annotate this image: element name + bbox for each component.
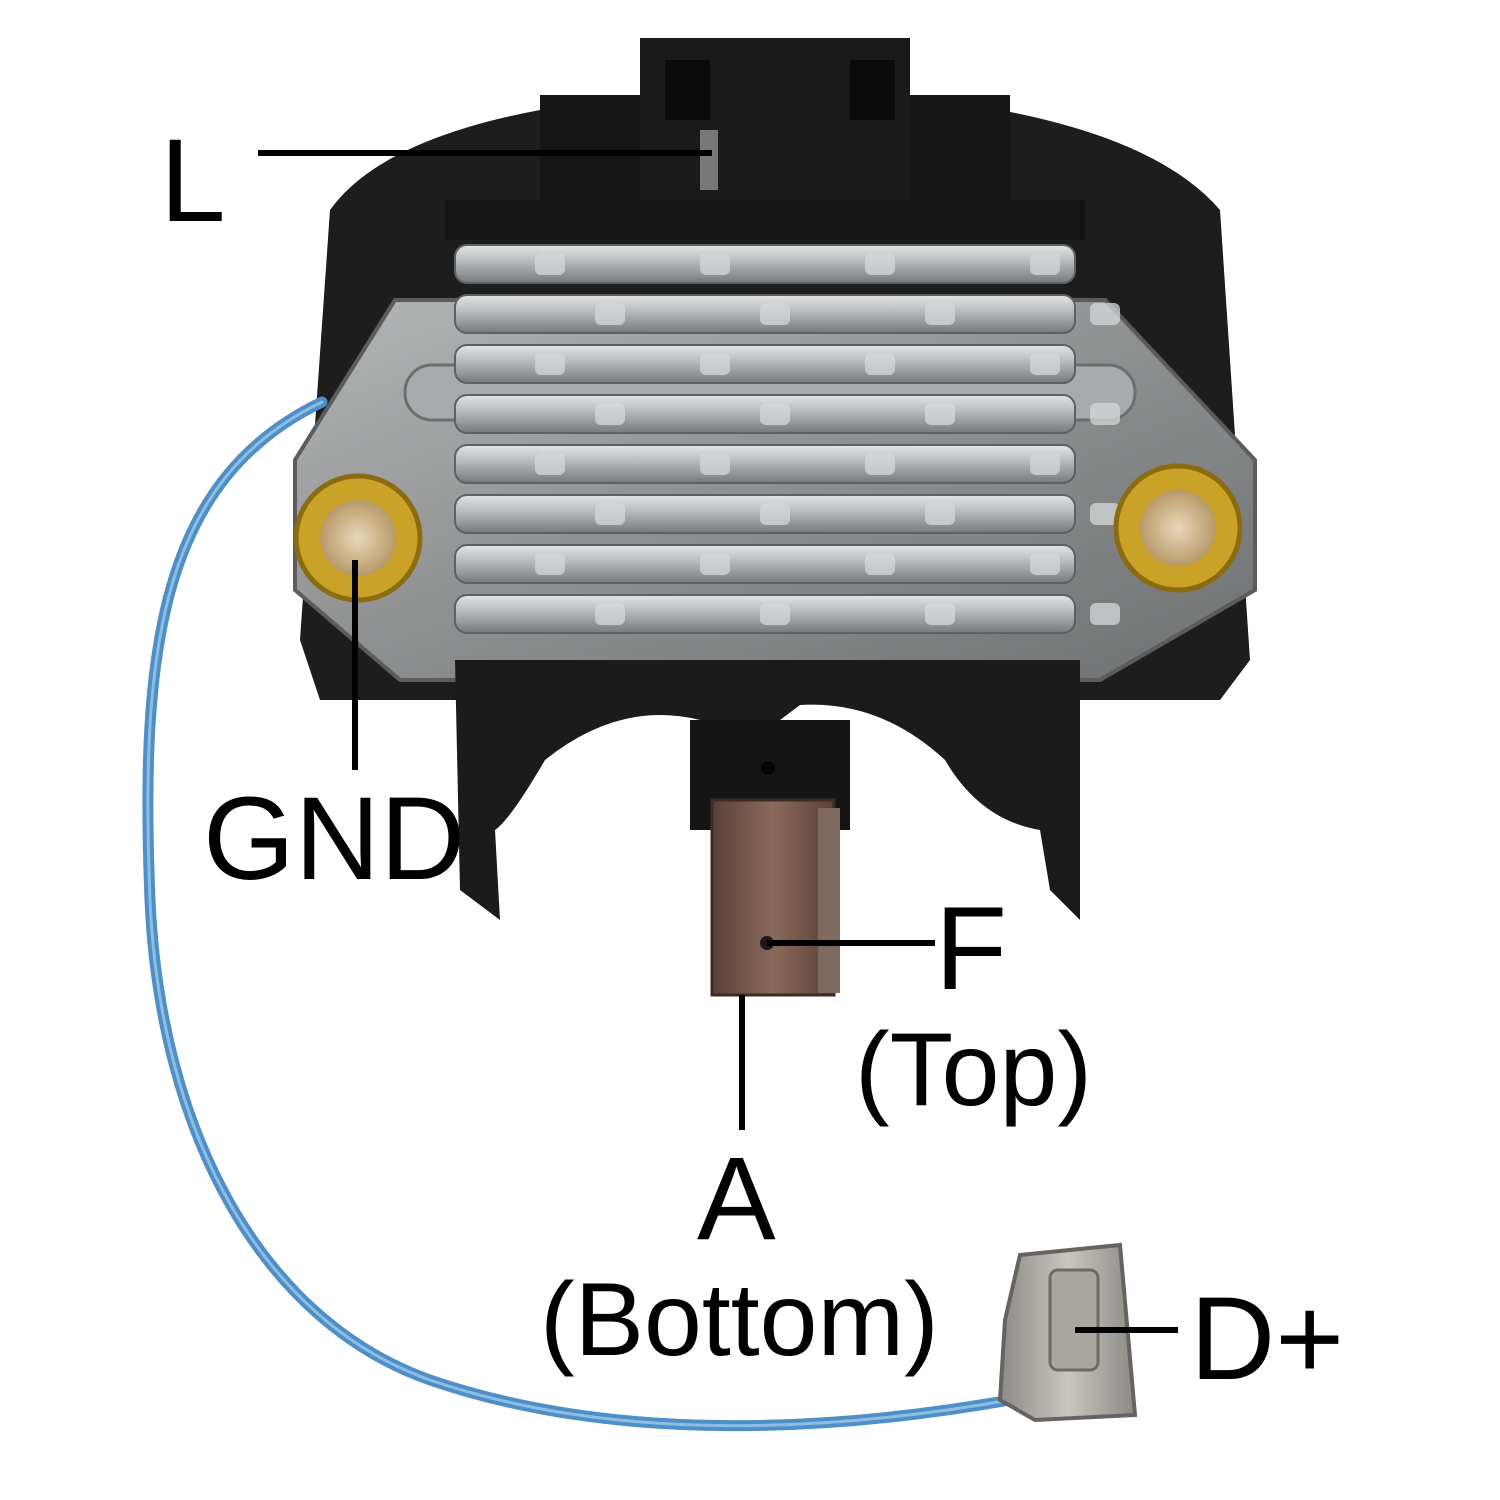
a-position-note: (Bottom) bbox=[540, 1262, 939, 1378]
heatsink-dimple bbox=[760, 403, 790, 425]
heatsink-fin bbox=[454, 244, 1076, 284]
heatsink-dimple bbox=[535, 353, 565, 375]
heatsink-dimple bbox=[925, 603, 955, 625]
l-connector bbox=[540, 38, 1010, 218]
heatsink-dimple bbox=[925, 403, 955, 425]
heatsink-dimple bbox=[760, 303, 790, 325]
heatsink-dimple bbox=[1090, 303, 1120, 325]
heatsink-dimple bbox=[595, 403, 625, 425]
heatsink-dimple bbox=[925, 303, 955, 325]
heatsink-dimple bbox=[700, 253, 730, 275]
heatsink-dimple bbox=[595, 303, 625, 325]
heatsink-dimple bbox=[1030, 553, 1060, 575]
heatsink-dimple bbox=[700, 453, 730, 475]
heatsink-dimple bbox=[760, 503, 790, 525]
heatsink-fin bbox=[454, 544, 1076, 584]
f-label: F bbox=[935, 883, 1008, 1015]
heatsink-dimple bbox=[1030, 253, 1060, 275]
heatsink-dimple bbox=[1030, 353, 1060, 375]
heatsink-dimple bbox=[865, 353, 895, 375]
d-plus-label: D+ bbox=[1190, 1273, 1345, 1405]
heatsink-dimple bbox=[1090, 603, 1120, 625]
heatsink-fin bbox=[454, 344, 1076, 384]
l-label: L bbox=[160, 115, 226, 247]
heatsink-dimple bbox=[595, 503, 625, 525]
heatsink-dimple bbox=[1090, 503, 1120, 525]
heatsink-dimple bbox=[700, 553, 730, 575]
f-position-note: (Top) bbox=[855, 1012, 1092, 1128]
heatsink-dimple bbox=[535, 253, 565, 275]
carbon-brush bbox=[710, 798, 840, 997]
heatsink-dimple bbox=[535, 453, 565, 475]
heatsink-dimple bbox=[865, 453, 895, 475]
heatsink-dimple bbox=[700, 353, 730, 375]
heatsink-dimple bbox=[535, 553, 565, 575]
heatsink-dimple bbox=[1090, 403, 1120, 425]
l-terminal-pin bbox=[700, 130, 718, 190]
right-grommet bbox=[1113, 463, 1243, 593]
heatsink bbox=[445, 200, 1120, 634]
heatsink-dimple bbox=[925, 503, 955, 525]
d-plus-terminal bbox=[997, 1242, 1138, 1423]
heatsink-dimple bbox=[595, 603, 625, 625]
heatsink-fin bbox=[454, 444, 1076, 484]
a-label: A bbox=[697, 1133, 776, 1265]
heatsink-dimple bbox=[760, 603, 790, 625]
heatsink-dimple bbox=[1030, 453, 1060, 475]
heatsink-dimple bbox=[865, 253, 895, 275]
gnd-label: GND bbox=[203, 773, 466, 905]
heatsink-dimple bbox=[865, 553, 895, 575]
